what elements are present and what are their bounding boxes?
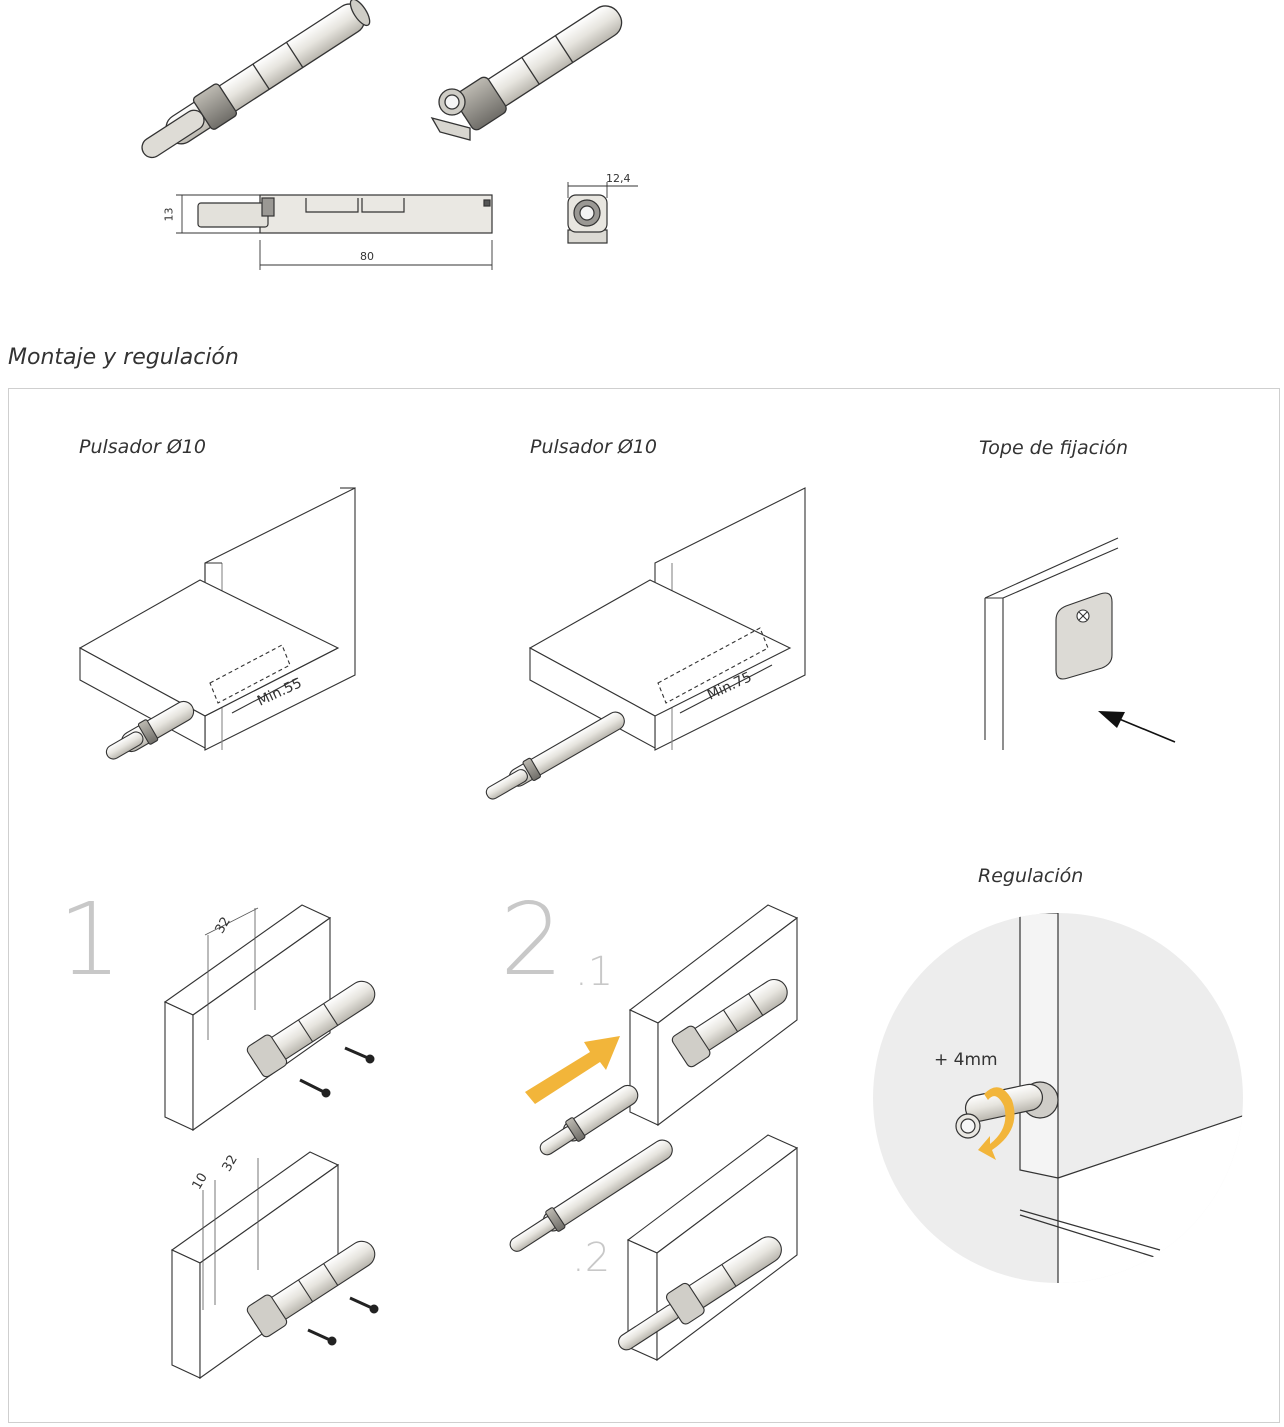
product-front-view [567, 194, 608, 244]
stop-title: Tope de fijación [979, 437, 1129, 459]
step1-bottom-pusher-housing [246, 1240, 376, 1338]
rotate-arrow-icon [978, 1087, 1015, 1160]
dim-width: 12,4 [606, 172, 631, 185]
step2-pusher-short [539, 1084, 639, 1156]
dim-height: 13 [162, 207, 176, 222]
product-view-pusher-1 [141, 0, 371, 159]
section-title: Montaje y regulación [8, 345, 239, 370]
step-number-1: 1 [58, 881, 122, 998]
step1-top-panel [163, 904, 332, 1132]
pusher-b-title: Pulsador Ø10 [530, 436, 657, 458]
screw-icon [307, 1296, 379, 1346]
stop-arrow-icon [1098, 711, 1176, 743]
step1-top-pusher-housing [246, 980, 376, 1078]
step-sub-1: .1 [575, 949, 614, 995]
dimension-lines [176, 182, 638, 270]
pusher-a-cabinet [78, 487, 356, 760]
step2-pusher-long [509, 1139, 673, 1252]
assembly-panel [8, 388, 1280, 1423]
dim-length: 80 [360, 250, 374, 263]
step-number-2: 2 [500, 881, 564, 998]
pusher-b-cabinet [485, 487, 806, 800]
step2-top-panel [628, 904, 799, 1127]
step1-bottom-panel [170, 1151, 340, 1380]
pusher-a-title: Pulsador Ø10 [79, 436, 206, 458]
product-view-pusher-2 [430, 5, 623, 141]
product-side-view [197, 194, 493, 234]
regulation-title: Regulación [978, 865, 1084, 887]
step-sub-2: .2 [572, 1235, 611, 1281]
stop-panel [984, 537, 1119, 750]
screw-icon [299, 1046, 375, 1098]
insert-arrow-icon [525, 1036, 620, 1104]
regulation-adjust-label: + 4mm [934, 1050, 998, 1070]
step2-bottom-panel [618, 1134, 799, 1362]
